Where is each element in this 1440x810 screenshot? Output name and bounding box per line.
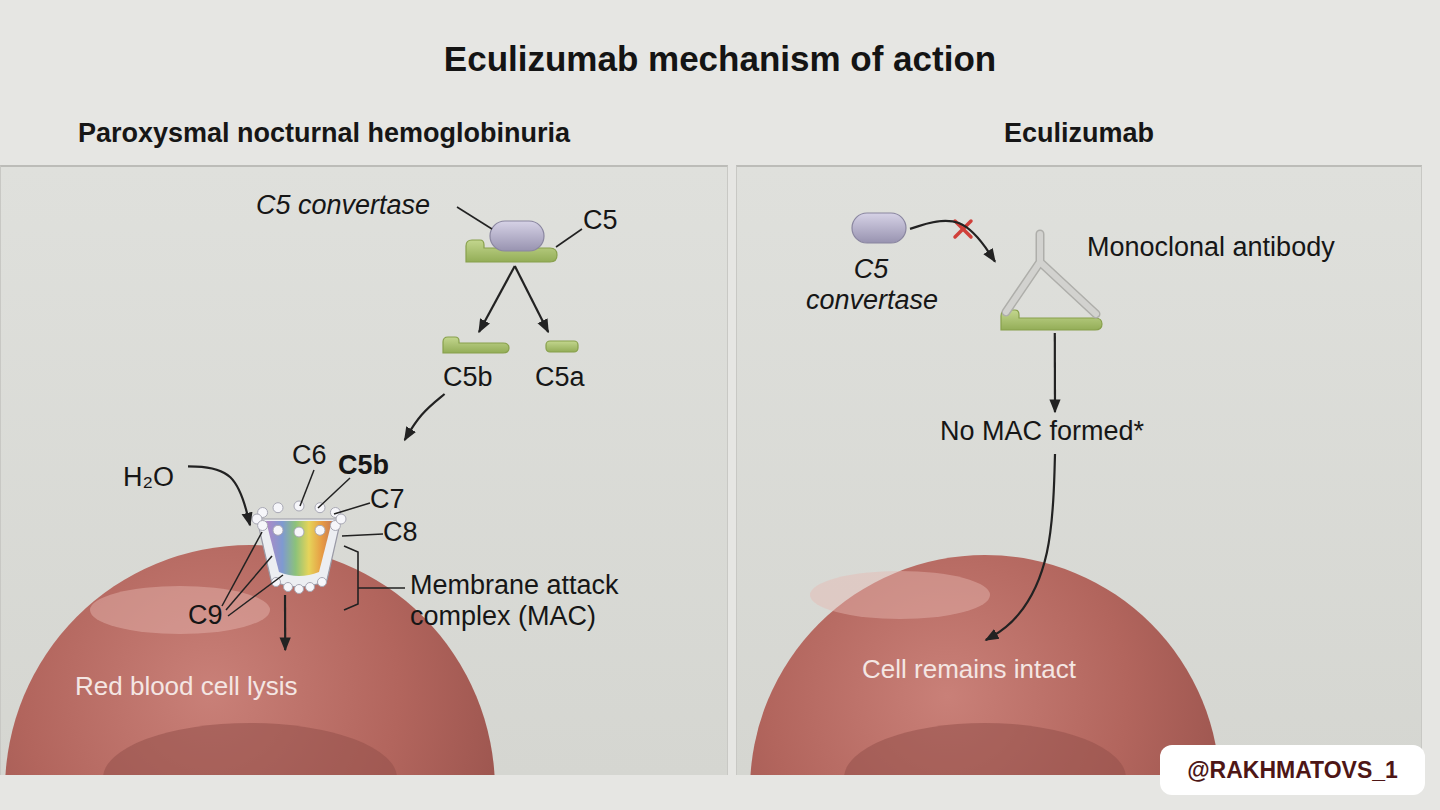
component-label: C5a bbox=[535, 362, 600, 393]
component-label: C5b bbox=[443, 362, 513, 393]
component-label: C5 convertase bbox=[806, 254, 936, 316]
pore-bead bbox=[272, 578, 281, 587]
pore-bead bbox=[295, 585, 304, 594]
c5b-fragment-shape bbox=[443, 337, 509, 353]
leader-line bbox=[457, 207, 492, 229]
cell-highlight bbox=[90, 586, 270, 634]
component-label: Monoclonal antibody bbox=[1087, 232, 1407, 263]
panel-heading: Paroxysmal nocturnal hemoglobinuria bbox=[78, 117, 718, 149]
block-mark bbox=[955, 221, 971, 237]
flow-arrow bbox=[986, 454, 1055, 640]
c5-protein bbox=[1001, 310, 1102, 330]
pore-bead bbox=[336, 514, 346, 524]
pore-bead bbox=[273, 503, 283, 513]
leader-line bbox=[334, 503, 370, 514]
flow-arrow bbox=[910, 221, 995, 262]
cell-body bbox=[750, 555, 1220, 775]
component-label: C9 bbox=[188, 600, 233, 631]
pore-bead bbox=[330, 508, 340, 518]
water-label: H₂O bbox=[118, 460, 188, 502]
c5-convertase-complex: C5 convertaseC5 bbox=[462, 218, 558, 266]
c5b-fragment: C5b bbox=[435, 332, 515, 394]
component-label: C5 bbox=[583, 205, 643, 236]
c5a-fragment-shape bbox=[546, 341, 578, 352]
cell-caption: Red blood cell lysis bbox=[75, 672, 395, 702]
convertase-shape bbox=[852, 213, 906, 243]
red-blood-cell: Cell remains intact bbox=[780, 640, 1200, 775]
red-blood-cell: Red blood cell lysis bbox=[30, 650, 470, 775]
component-label: C8 bbox=[383, 517, 428, 548]
antibody-outline bbox=[1006, 234, 1096, 314]
pore-body bbox=[257, 519, 341, 587]
pore-bead bbox=[315, 525, 325, 535]
leader-line bbox=[226, 556, 272, 610]
membrane-attack-complex: C6C5bC7C8C9Membrane attack complex (MAC) bbox=[250, 440, 420, 595]
leader-line bbox=[318, 478, 350, 508]
cell-caption: Cell remains intact bbox=[862, 655, 1162, 685]
watermark-badge: @RAKHMATOVS_1 bbox=[1160, 745, 1425, 795]
panel-heading: Eculizumab bbox=[736, 117, 1422, 149]
leader-line bbox=[222, 532, 262, 606]
treatment-panel: EculizumabC5 convertaseMonoclonal antibo… bbox=[736, 100, 1422, 775]
watermark-text: @RAKHMATOVS_1 bbox=[1160, 745, 1425, 795]
cell-body bbox=[5, 545, 495, 775]
antibody-shape bbox=[1006, 234, 1096, 314]
c5a-fragment: C5a bbox=[530, 332, 600, 394]
leader-line bbox=[342, 534, 383, 536]
disease-panel: Paroxysmal nocturnal hemoglobinuria C5 co… bbox=[0, 100, 728, 775]
outcome-note: No MAC formed* bbox=[935, 412, 1185, 454]
flow-arrow bbox=[1054, 333, 1056, 412]
pore-bead bbox=[315, 503, 325, 513]
bracket bbox=[344, 546, 358, 610]
component-label: C7 bbox=[370, 484, 415, 515]
pore-bead bbox=[273, 525, 283, 535]
convertase-shape bbox=[490, 221, 544, 251]
leader-line bbox=[228, 575, 283, 616]
pore-bead bbox=[294, 527, 304, 537]
component-label: C5b bbox=[338, 450, 408, 481]
leader-line bbox=[556, 229, 582, 247]
leader-line bbox=[300, 470, 314, 506]
cell-shape bbox=[30, 650, 470, 775]
flow-arrow bbox=[284, 595, 286, 650]
block-mark bbox=[955, 221, 971, 237]
cell-dimple bbox=[103, 723, 397, 775]
component-label: H₂O bbox=[123, 462, 188, 493]
pore-bead bbox=[318, 578, 327, 587]
flow-arrow bbox=[515, 266, 548, 332]
flow-arrow bbox=[188, 466, 250, 525]
pore-bead bbox=[306, 583, 315, 592]
diagram-title: Eculizumab mechanism of action bbox=[0, 38, 1440, 80]
pore-bead bbox=[294, 501, 304, 511]
pore-channel bbox=[266, 521, 332, 576]
pore-bead bbox=[284, 583, 293, 592]
cell-highlight bbox=[810, 571, 990, 619]
pore-bead bbox=[258, 508, 268, 518]
cell-dimple bbox=[844, 723, 1126, 775]
leader-line bbox=[358, 587, 405, 589]
antibody-c5-complex: Monoclonal antibody bbox=[995, 228, 1110, 333]
component-label: C6 bbox=[292, 440, 337, 471]
pore-bead bbox=[258, 521, 268, 531]
c5-convertase: C5 convertase bbox=[848, 208, 910, 246]
component-label: Membrane attack complex (MAC) bbox=[410, 570, 670, 632]
pore-bead bbox=[252, 514, 262, 524]
outcome-label: No MAC formed* bbox=[940, 416, 1185, 447]
flow-arrow bbox=[479, 266, 515, 332]
component-label: C5 convertase bbox=[256, 190, 471, 221]
flow-arrow bbox=[405, 394, 445, 440]
pore-bead bbox=[330, 521, 340, 531]
c5-protein bbox=[466, 240, 557, 262]
